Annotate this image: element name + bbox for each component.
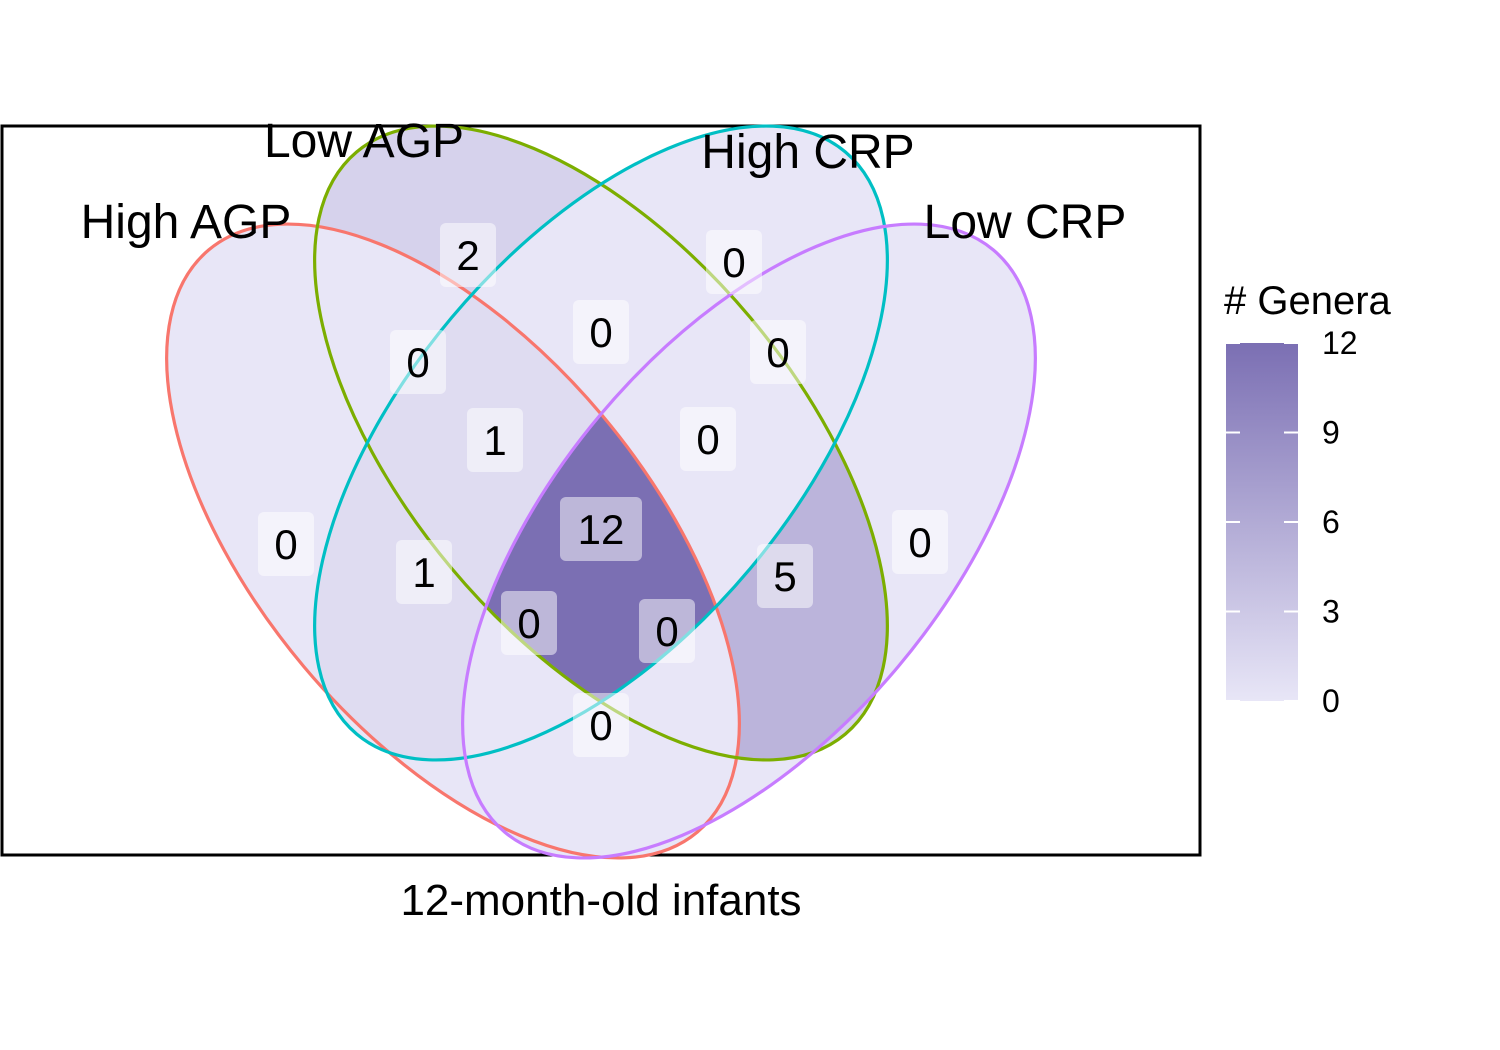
svg-text:1: 1 (483, 417, 506, 464)
region-count-low-agp-low-crp: 5 (757, 544, 813, 608)
region-count-high-agp-low-agp-high-crp-low-crp: 12 (560, 497, 642, 561)
svg-text:5: 5 (773, 553, 796, 600)
legend-title: # Genera (1224, 279, 1392, 323)
svg-text:0: 0 (722, 239, 745, 286)
venn-set-outlines (165, 124, 1037, 860)
region-count-high-agp-low-agp-low-crp: 0 (639, 599, 695, 663)
region-count-high-agp-low-crp: 0 (573, 693, 629, 757)
region-count-low-agp: 2 (440, 223, 496, 287)
set-outline-high-agp (165, 222, 741, 860)
legend-tick: 12 (1226, 325, 1358, 361)
svg-text:12: 12 (578, 506, 625, 553)
set-outline-low-crp (461, 222, 1037, 860)
svg-text:6: 6 (1322, 504, 1340, 540)
svg-text:0: 0 (696, 416, 719, 463)
svg-text:0: 0 (655, 608, 678, 655)
set-label-high-crp: High CRP (701, 126, 914, 179)
region-count-high-agp: 0 (258, 512, 314, 576)
svg-text:3: 3 (1322, 594, 1340, 630)
figure-caption: 12-month-old infants (400, 876, 801, 925)
svg-text:0: 0 (1322, 683, 1340, 719)
svg-text:0: 0 (589, 309, 612, 356)
legend-tick: 0 (1226, 683, 1340, 719)
set-label-low-crp: Low CRP (924, 196, 1127, 249)
svg-text:0: 0 (589, 702, 612, 749)
legend-tick: 6 (1226, 504, 1340, 540)
svg-text:0: 0 (517, 600, 540, 647)
legend-tick: 9 (1226, 415, 1340, 451)
set-label-high-agp: High AGP (81, 196, 292, 249)
legend: # Genera 12 9 6 3 0 (1224, 279, 1392, 719)
svg-text:2: 2 (456, 232, 479, 279)
svg-text:0: 0 (908, 519, 931, 566)
region-count-low-agp-high-crp: 0 (573, 300, 629, 364)
region-count-low-agp-high-crp-low-crp: 0 (680, 407, 736, 471)
svg-text:12: 12 (1322, 325, 1358, 361)
svg-text:0: 0 (274, 521, 297, 568)
region-count-high-agp-low-agp-high-crp: 1 (467, 408, 523, 472)
set-label-low-agp: Low AGP (264, 115, 464, 168)
region-count-high-crp: 0 (706, 230, 762, 294)
region-count-high-agp-high-crp: 1 (396, 540, 452, 604)
set-outline-high-crp (313, 124, 889, 762)
region-count-high-agp-low-agp: 0 (390, 330, 446, 394)
svg-text:9: 9 (1322, 415, 1340, 451)
legend-tick: 3 (1226, 594, 1340, 630)
svg-text:0: 0 (406, 339, 429, 386)
region-count-low-crp: 0 (892, 510, 948, 574)
region-count-high-agp-high-crp-low-crp: 0 (501, 591, 557, 655)
svg-text:1: 1 (412, 549, 435, 596)
svg-text:0: 0 (766, 329, 789, 376)
region-count-high-crp-low-crp: 0 (750, 320, 806, 384)
